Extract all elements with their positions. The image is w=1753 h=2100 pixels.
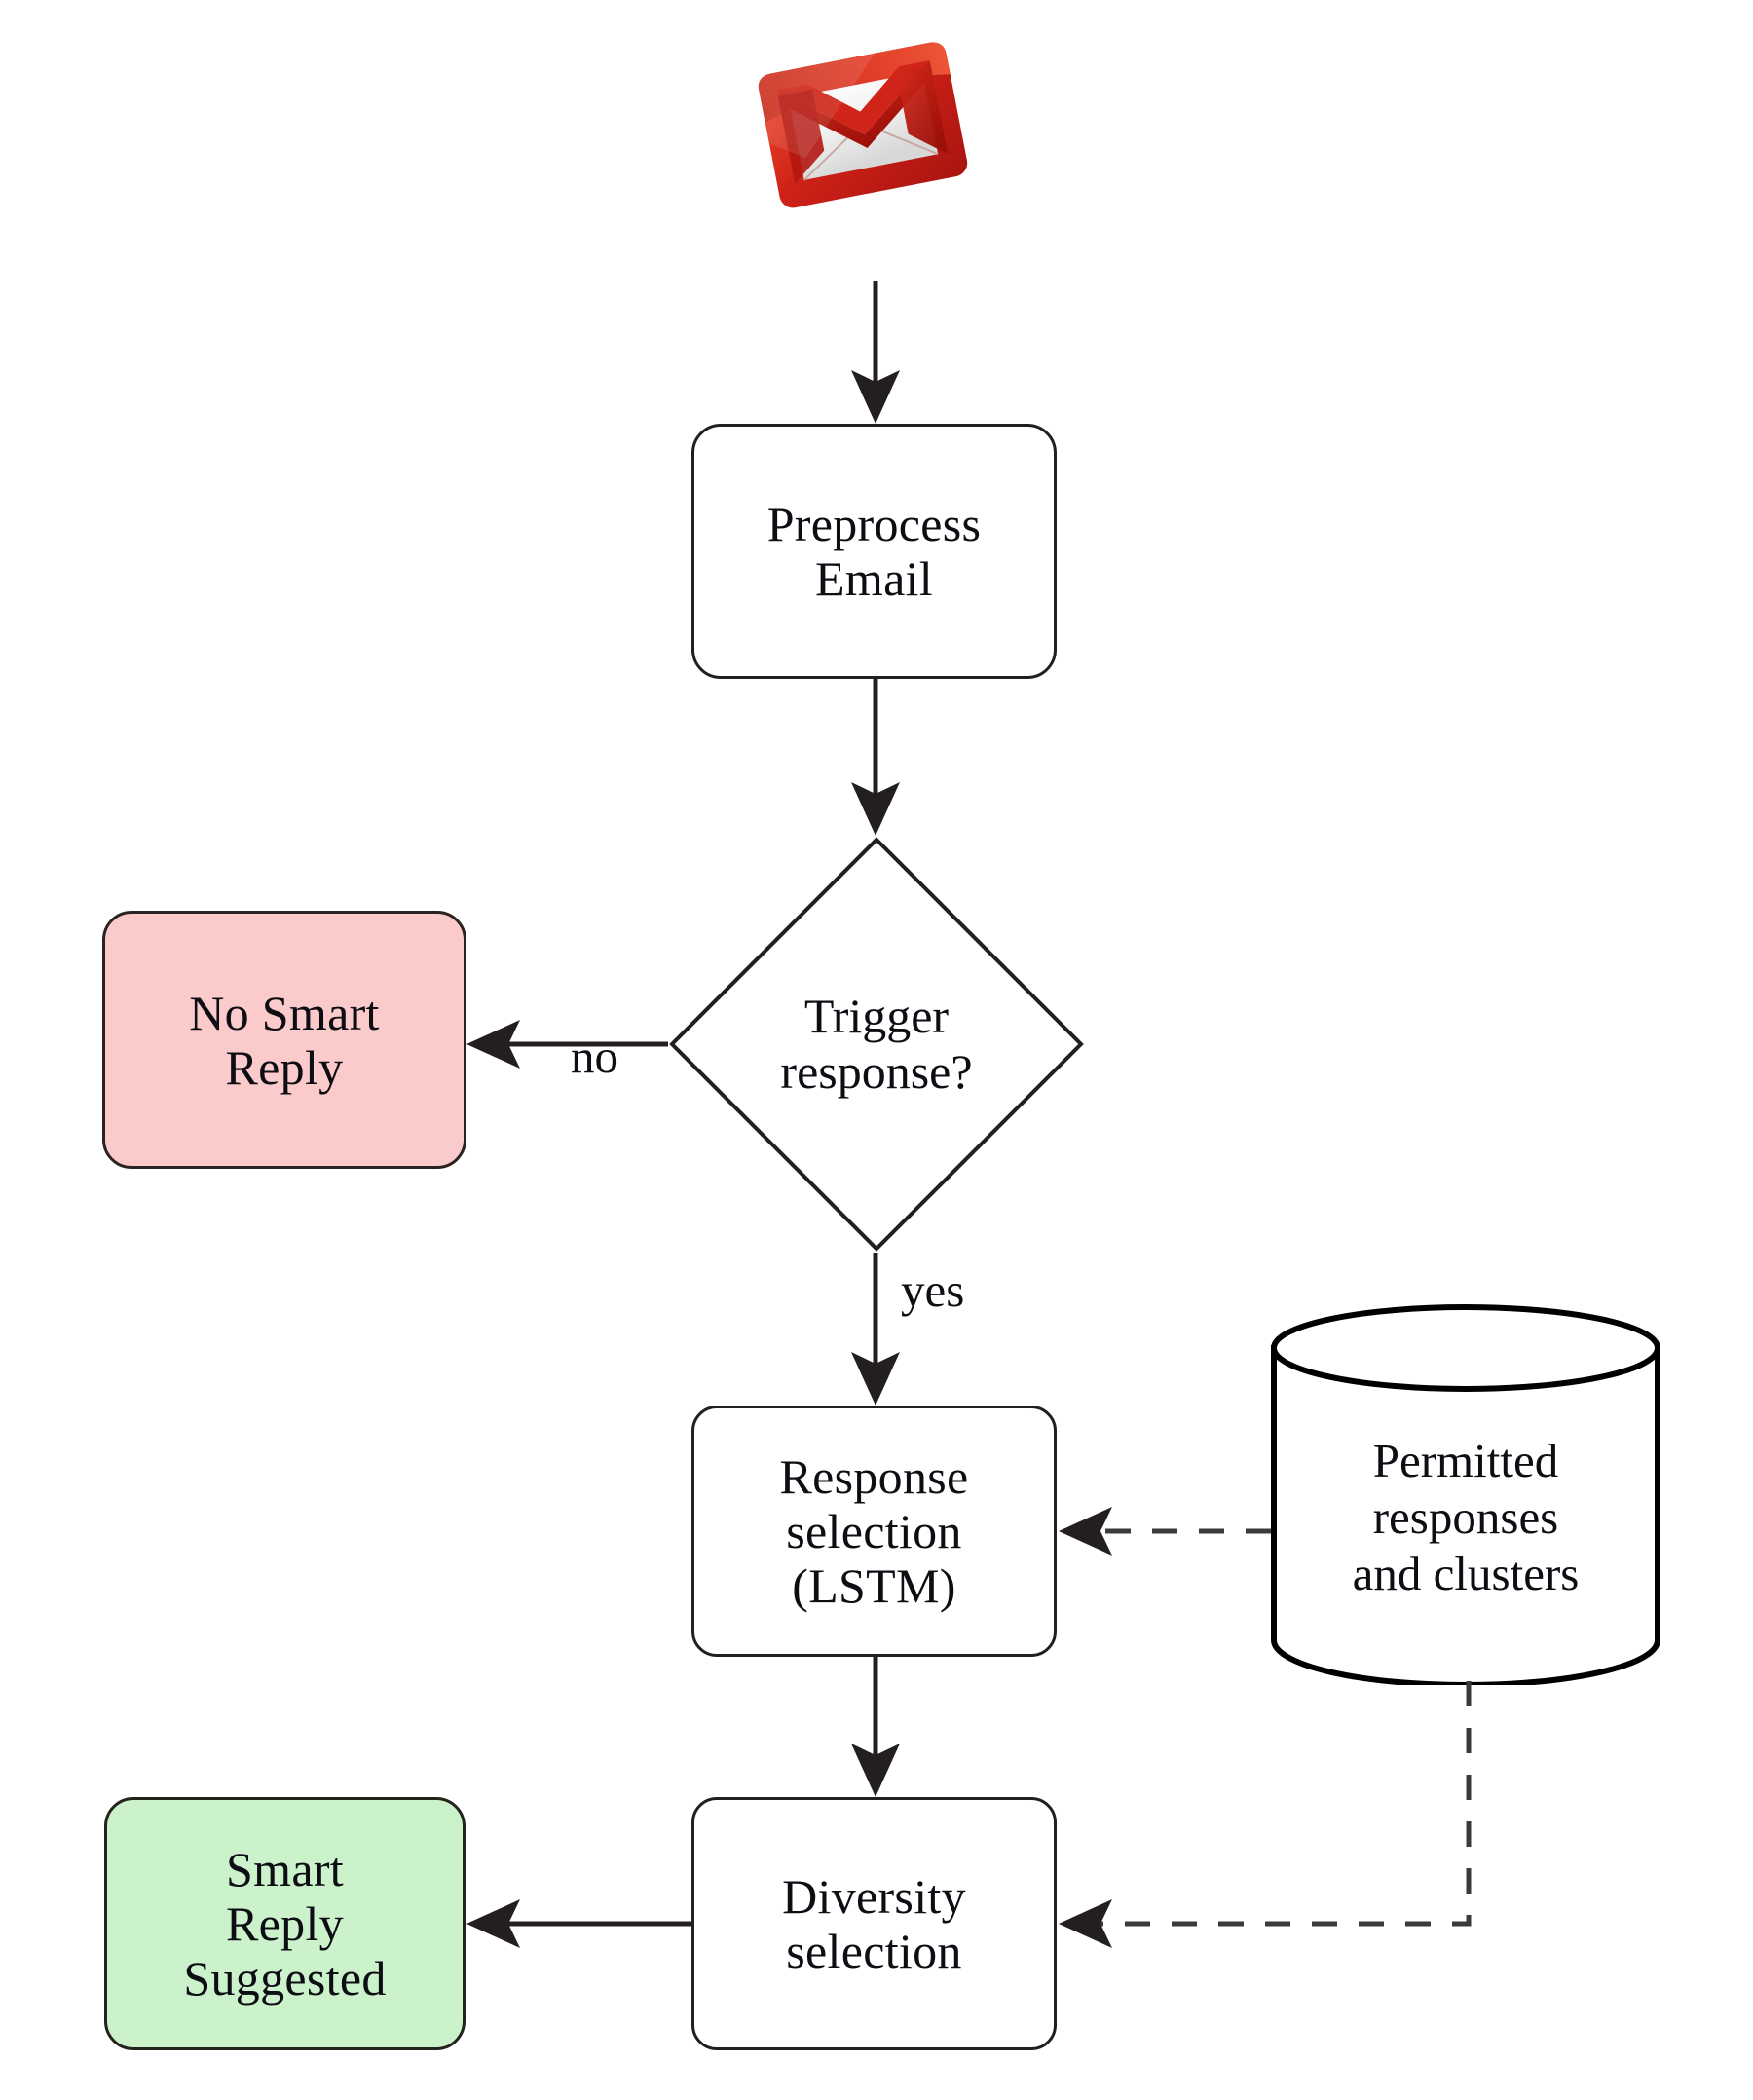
node-diversity-selection[interactable]: Diversity selection <box>691 1797 1057 2050</box>
node-permitted-responses-datastore[interactable]: Permitted responses and clusters <box>1266 1303 1665 1685</box>
node-trigger-response-decision[interactable]: Trigger response? <box>668 836 1085 1253</box>
gmail-envelope-icon <box>742 41 988 208</box>
node-no-smart-reply[interactable]: No Smart Reply <box>102 911 466 1169</box>
edge-label-yes: yes <box>901 1263 965 1317</box>
node-smart-reply-suggested[interactable]: Smart Reply Suggested <box>104 1797 466 2050</box>
node-preprocess-email[interactable]: Preprocess Email <box>691 424 1057 679</box>
edge-datastore-to-diversity-selection <box>1059 1681 1472 1948</box>
edge-label-no: no <box>571 1030 618 1083</box>
node-response-selection[interactable]: Response selection (LSTM) <box>691 1406 1057 1657</box>
